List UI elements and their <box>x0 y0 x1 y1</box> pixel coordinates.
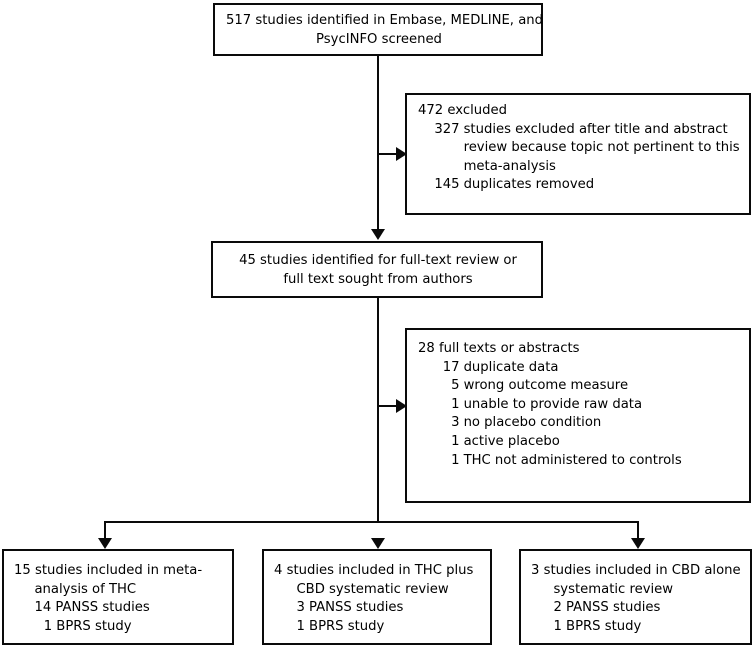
box-fulltext-review-line2: full text sought from authors <box>283 271 473 287</box>
box-studies-screened-line2: PsycINFO screened <box>316 31 442 47</box>
box-included-thc-line2: analysis of THC <box>34 581 137 597</box>
fulltext-excluded-item-count: 1 <box>451 452 460 468</box>
box-included-cbd-line2: systematic review <box>553 581 674 597</box>
box-studies-screened-line1: 517 studies identified in Embase, MEDLIN… <box>226 13 544 28</box>
box-included-thc-cbd-line4: 1 BPRS study <box>296 618 385 634</box>
excluded-item-text: studies excluded after title and abstrac… <box>463 121 740 174</box>
fulltext-excluded-item: 17 duplicate data <box>433 359 740 378</box>
arrowhead-into-fulltext-review <box>371 229 385 240</box>
fulltext-excluded-item-count: 17 <box>442 359 460 375</box>
box-included-thc-cbd-line1: 4 studies included in THC plus <box>274 563 474 578</box>
arrowhead-into-included-cbd <box>631 538 645 549</box>
box-fulltext-excluded: 28 full texts or abstracts 17 duplicate … <box>405 328 751 503</box>
fulltext-excluded-item: 1 THC not administered to controls <box>433 452 740 471</box>
box-included-thc-cbd: 4 studies included in THC plus CBD syste… <box>262 549 492 645</box>
box-records-excluded-header: 472 excluded <box>418 103 507 118</box>
box-included-thc-cbd-line3: 3 PANSS studies <box>296 600 404 616</box>
excluded-item-text: duplicates removed <box>463 177 595 193</box>
fulltext-excluded-item-text: no placebo condition <box>463 415 602 431</box>
box-records-excluded: 472 excluded 327 studies excluded after … <box>405 93 751 215</box>
box-included-thc-line1: 15 studies included in meta- <box>14 563 203 578</box>
fulltext-excluded-item-text: duplicate data <box>463 359 559 375</box>
box-fulltext-review: 45 studies identified for full-text revi… <box>211 241 543 298</box>
excluded-item: 145 duplicates removed <box>433 176 740 195</box>
box-included-cbd-line3: 2 PANSS studies <box>553 600 661 616</box>
excluded-item-count: 327 <box>434 121 460 137</box>
connector-fulltext-to-split <box>377 298 379 522</box>
box-fulltext-excluded-header: 28 full texts or abstracts <box>418 341 580 356</box>
fulltext-excluded-item: 3 no placebo condition <box>433 414 740 433</box>
arrowhead-into-included-thc-cbd <box>371 538 385 549</box>
connector-split-right-leg <box>637 521 639 540</box>
fulltext-excluded-item-count: 5 <box>451 378 460 394</box>
connector-split-bar <box>104 521 639 523</box>
fulltext-excluded-item-text: unable to provide raw data <box>463 396 643 412</box>
box-included-cbd: 3 studies included in CBD alone systemat… <box>519 549 752 645</box>
box-included-thc-line4: 1 BPRS study <box>43 618 132 634</box>
box-included-cbd-line4: 1 BPRS study <box>553 618 642 634</box>
connector-fulltext-to-excluded <box>377 405 399 407</box>
box-included-cbd-line1: 3 studies included in CBD alone <box>531 563 741 578</box>
box-included-thc-line3: 14 PANSS studies <box>34 600 150 616</box>
box-included-thc: 15 studies included in meta- analysis of… <box>2 549 234 645</box>
excluded-item-count: 145 <box>434 177 460 193</box>
arrowhead-into-fulltext-excluded <box>396 399 407 413</box>
fulltext-excluded-item-count: 1 <box>451 396 460 412</box>
box-included-thc-cbd-line2: CBD systematic review <box>296 581 449 597</box>
box-fulltext-excluded-list: 17 duplicate data 5 wrong outcome measur… <box>433 359 740 471</box>
box-studies-screened: 517 studies identified in Embase, MEDLIN… <box>213 3 543 56</box>
fulltext-excluded-item-text: THC not administered to controls <box>463 452 682 468</box>
fulltext-excluded-item: 1 unable to provide raw data <box>433 396 740 415</box>
connector-screened-to-fulltext <box>377 56 379 231</box>
fulltext-excluded-item-count: 1 <box>451 433 460 449</box>
fulltext-excluded-item: 5 wrong outcome measure <box>433 377 740 396</box>
arrowhead-into-included-thc <box>98 538 112 549</box>
box-records-excluded-list: 327 studies excluded after title and abs… <box>433 121 740 195</box>
excluded-item: 327 studies excluded after title and abs… <box>433 121 740 177</box>
connector-screened-to-excluded <box>377 153 399 155</box>
fulltext-excluded-item-count: 3 <box>451 415 460 431</box>
connector-split-left-leg <box>104 521 106 540</box>
arrowhead-into-excluded <box>396 147 407 161</box>
fulltext-excluded-item-text: wrong outcome measure <box>463 378 629 394</box>
fulltext-excluded-item: 1 active placebo <box>433 433 740 452</box>
box-fulltext-review-line1: 45 studies identified for full-text revi… <box>239 253 517 268</box>
fulltext-excluded-item-text: active placebo <box>463 433 560 449</box>
